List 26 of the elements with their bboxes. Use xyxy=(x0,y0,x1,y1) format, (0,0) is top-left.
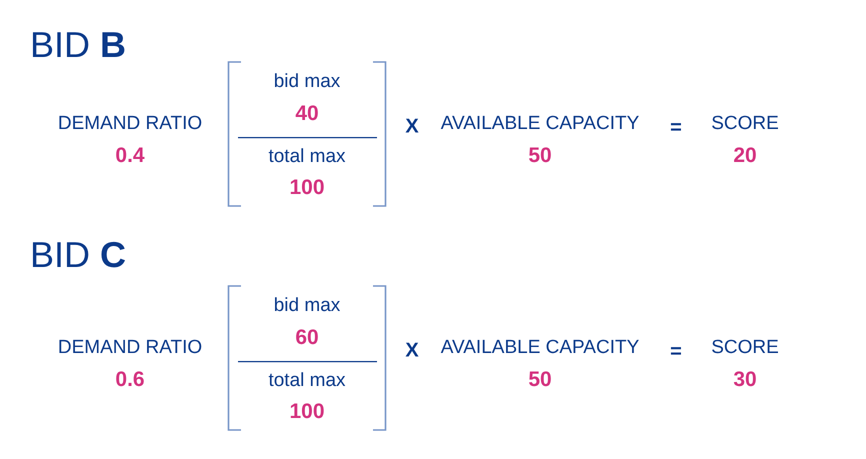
value-number: 20 xyxy=(733,144,757,168)
term-label: SCORE xyxy=(711,337,779,359)
value-number: 0.6 xyxy=(115,368,145,392)
value-number: 50 xyxy=(528,144,552,168)
value-number: 100 xyxy=(289,400,325,424)
value-number: 30 xyxy=(733,368,757,392)
section-heading: BID B xyxy=(30,25,126,65)
term-label: DEMAND RATIO xyxy=(58,337,202,359)
term-label: total max xyxy=(268,146,346,168)
value-number: 60 xyxy=(295,326,319,350)
operator-sign: = xyxy=(670,116,682,140)
value-number: 50 xyxy=(528,368,552,392)
term-label: total max xyxy=(268,370,346,392)
term-label: AVAILABLE CAPACITY xyxy=(440,113,640,135)
term-label: AVAILABLE CAPACITY xyxy=(440,337,640,359)
value-number: 40 xyxy=(295,102,319,126)
section-heading: BID C xyxy=(30,235,126,275)
term-label: SCORE xyxy=(711,113,779,135)
value-number: 0.4 xyxy=(115,144,145,168)
term-label: bid max xyxy=(274,71,340,93)
operator-sign: X xyxy=(405,116,419,138)
value-number: 100 xyxy=(289,176,325,200)
operator-sign: X xyxy=(405,340,419,362)
operator-sign: = xyxy=(670,340,682,364)
term-label: DEMAND RATIO xyxy=(58,113,202,135)
term-label: bid max xyxy=(274,295,340,317)
